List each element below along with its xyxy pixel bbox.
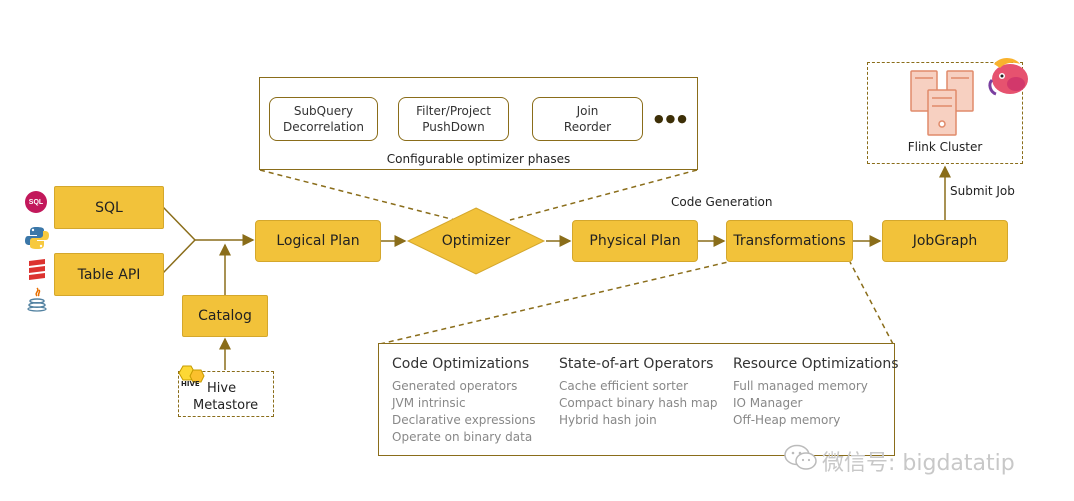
phase-1-line1: Filter/Project <box>416 104 491 118</box>
hive-logo-icon: HIVE <box>175 364 205 390</box>
phase-2-line1: Join <box>576 104 599 118</box>
logical-plan-box: Logical Plan <box>255 220 381 262</box>
column-item: Declarative expressions <box>392 413 536 427</box>
column-item: Compact binary hash map <box>559 396 718 410</box>
column-item: Hybrid hash join <box>559 413 657 427</box>
sql-box: SQL <box>54 186 164 229</box>
column-item: JVM intrinsic <box>392 396 466 410</box>
scala-logo-icon <box>29 259 45 280</box>
flink-cluster-box <box>867 62 1023 164</box>
hive-label-line2: Metastore <box>193 398 259 413</box>
flink-squirrel-icon <box>988 58 1028 96</box>
details-column-state-of-art-operators: State-of-art Operators Cache efficient s… <box>559 356 718 429</box>
hive-logo-text: HIVE <box>181 380 200 388</box>
java-logo-icon <box>27 287 47 312</box>
column-title: State-of-art Operators <box>559 356 714 372</box>
hive-label: Hive Metastore <box>193 380 258 414</box>
column-item: Generated operators <box>392 379 518 393</box>
code-generation-label: Code Generation <box>671 195 773 209</box>
wechat-icon <box>784 444 817 470</box>
flink-cluster-label: Flink Cluster <box>907 140 983 154</box>
phases-ellipsis: ●●● <box>654 112 689 125</box>
details-column-resource-optimizations: Resource Optimizations Full managed memo… <box>733 356 899 429</box>
column-item: Off-Heap memory <box>733 413 841 427</box>
transformations-box: Transformations <box>726 220 853 262</box>
phase-2-line2: Reorder <box>563 120 612 134</box>
physical-plan-box: Physical Plan <box>572 220 698 262</box>
phase-0-line2: Decorrelation <box>282 120 364 134</box>
hive-label-line1: Hive <box>207 381 237 396</box>
phase-0-line1: SubQuery <box>293 104 354 118</box>
optimizer-diamond <box>406 207 546 275</box>
column-item: Full managed memory <box>733 379 868 393</box>
submit-job-label: Submit Job <box>950 184 1015 198</box>
jobgraph-box: JobGraph <box>882 220 1008 262</box>
catalog-box: Catalog <box>182 295 268 337</box>
column-title: Code Optimizations <box>392 356 530 372</box>
column-item: Operate on binary data <box>392 430 533 444</box>
python-logo-icon <box>25 227 49 249</box>
phase-1-line2: PushDown <box>422 120 485 134</box>
table-api-box: Table API <box>54 253 164 296</box>
sql-logo-icon: SQL <box>25 191 47 213</box>
transformations-details-panel <box>378 343 895 456</box>
watermark-text: 微信号: bigdatatip <box>822 451 1015 476</box>
column-item: IO Manager <box>733 396 803 410</box>
server-icon <box>910 70 974 136</box>
column-item: Cache efficient sorter <box>559 379 689 393</box>
column-title: Resource Optimizations <box>733 356 899 372</box>
optimizer-label: Optimizer <box>441 233 511 249</box>
phases-caption: Configurable optimizer phases <box>386 152 571 166</box>
details-column-code-optimizations: Code Optimizations Generated operators J… <box>392 356 536 446</box>
